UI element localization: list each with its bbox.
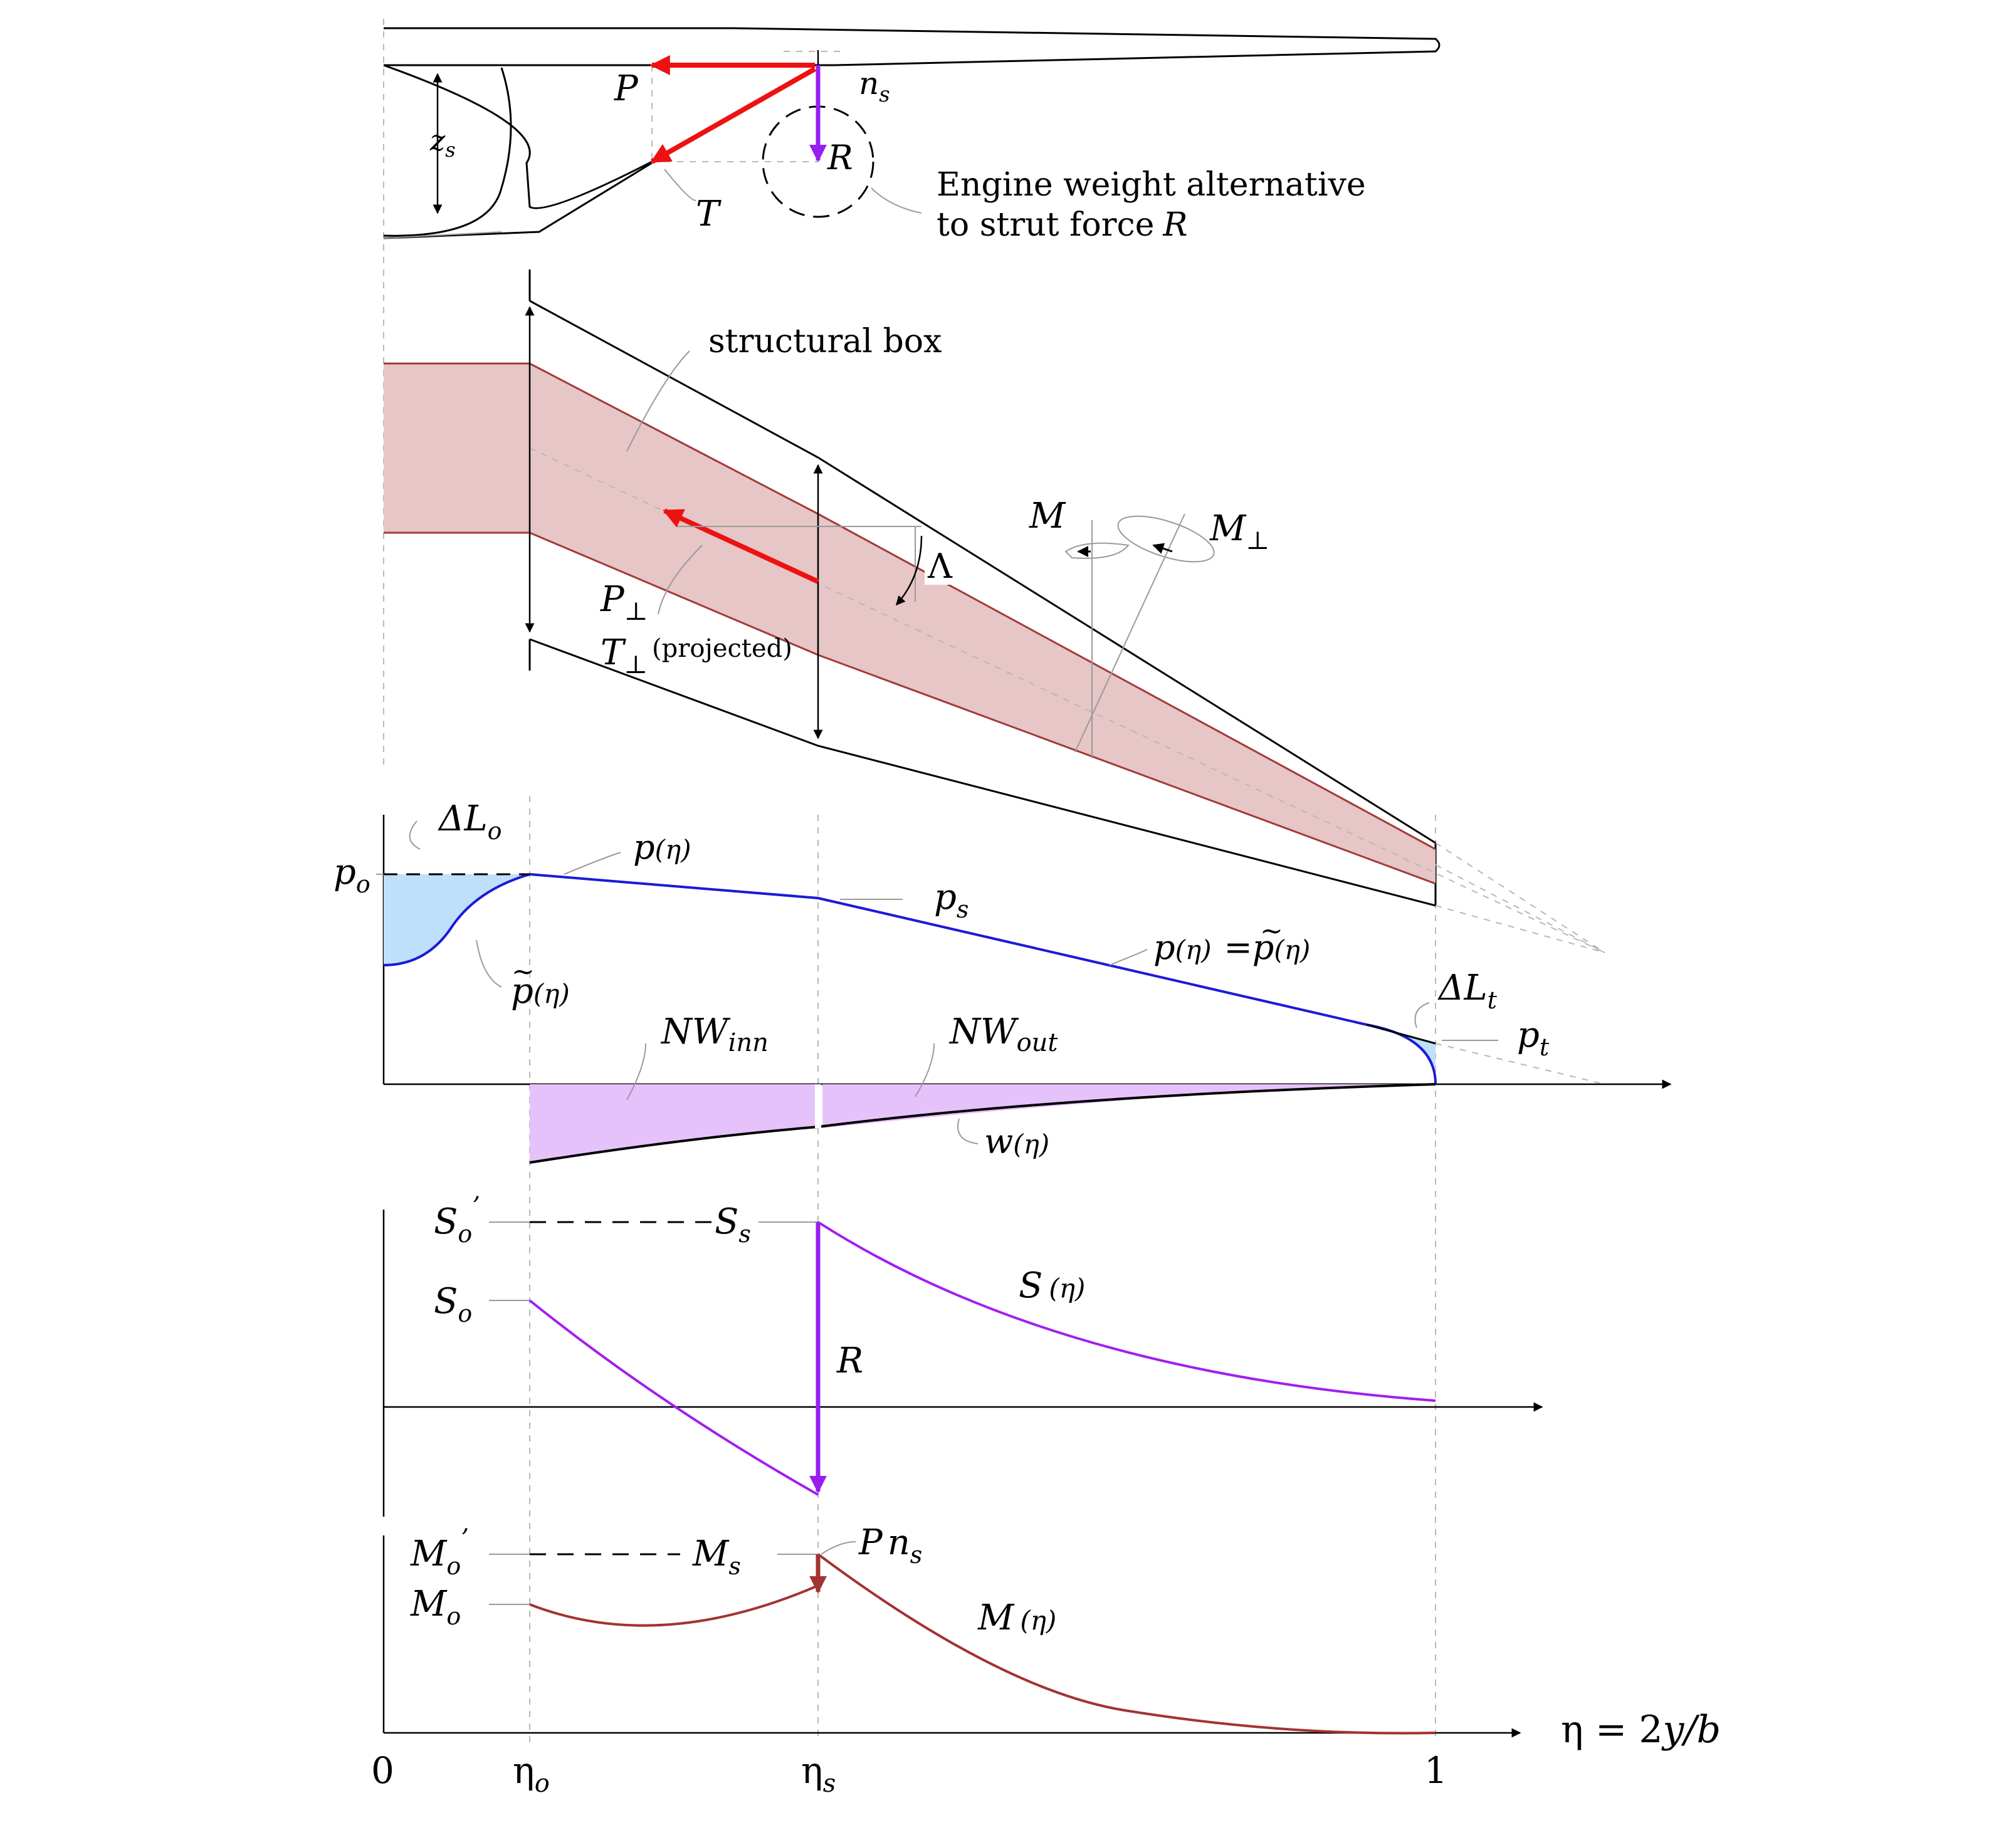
dLt-label: ΔLt — [1437, 968, 1498, 1014]
moment-inner-curve — [529, 1584, 819, 1627]
tick-one: 1 — [1424, 1749, 1447, 1792]
So-prime-label: So’ — [434, 1192, 480, 1248]
tick-eta-o: ηo — [513, 1749, 550, 1798]
shear-R-label: R — [836, 1341, 863, 1381]
M-label: M — [1029, 496, 1066, 536]
shear-diagram: So’ Ss So S(η) R — [382, 1192, 1543, 1517]
front-view: zs P T ns R Engine weight alternative to… — [383, 27, 1441, 244]
p-eta-label: p(η) — [633, 827, 691, 867]
zs-label: zs — [429, 123, 456, 162]
inner-weight-region — [530, 1084, 815, 1163]
svg-text:~: ~ — [512, 956, 535, 988]
projected-label: (projected) — [652, 634, 792, 663]
outer-weight-region — [822, 1084, 1436, 1128]
fuselage-outline — [383, 64, 653, 237]
Ss-label: Ss — [715, 1201, 751, 1248]
P-label: P — [614, 68, 639, 109]
eta-axis-labels: 0 ηo ηs 1 η = 2y/b — [371, 1708, 1721, 1798]
NW-inn-label: NWinn — [660, 1012, 769, 1057]
wing-profile — [384, 27, 1441, 66]
Ms-label: Ms — [692, 1534, 741, 1580]
S-eta-label: S(η) — [1019, 1265, 1085, 1306]
p-eq-label: p(η)=p(η) — [1153, 928, 1310, 967]
ps-label: ps — [934, 877, 969, 923]
lambda-label: Λ — [927, 546, 953, 586]
p-tilde-left-label: p(η) — [511, 971, 570, 1012]
ns-label: ns — [859, 65, 890, 107]
moment-outer-curve — [817, 1553, 1436, 1735]
T-perp-label: T⊥ — [601, 632, 648, 679]
NW-out-label: NWout — [948, 1012, 1058, 1057]
P-perp-label: P⊥ — [600, 579, 648, 626]
tick-eta-s: ηs — [801, 1749, 836, 1798]
So-label: So — [434, 1281, 472, 1327]
po-label: po — [333, 852, 370, 898]
w-eta-line — [529, 1083, 1436, 1164]
M-eta-label: M(η) — [977, 1597, 1056, 1638]
load-distribution: ΔLo po p(η) ps p(η)=p(η) ~ p(η) ~ ΔLt pt — [333, 798, 1672, 1164]
dLo-label: ΔLo — [438, 798, 502, 845]
engine-note-line1: Engine weight alternative — [937, 166, 1366, 204]
tick-zero: 0 — [371, 1749, 394, 1792]
Mo-prime-label: Mo’ — [410, 1524, 469, 1580]
P-perp-arrow — [663, 508, 819, 584]
planform-view: structural box Λ P⊥ T⊥ (projected) M M⊥ — [384, 269, 1605, 953]
R-label: R — [827, 138, 853, 177]
structural-box — [384, 363, 1436, 884]
vertical-guides — [383, 19, 1436, 1742]
pt-label: pt — [1517, 1015, 1550, 1061]
shear-inner-curve — [528, 1299, 819, 1496]
shear-outer-curve — [817, 1221, 1436, 1402]
Mo-label: Mo — [410, 1584, 461, 1630]
p-eta-line — [529, 873, 1367, 1026]
M-perp-label: M⊥ — [1209, 508, 1269, 555]
wing-trailing-edge — [529, 638, 1436, 907]
w-eta-label: w(η) — [984, 1122, 1049, 1161]
T-label: T — [696, 194, 722, 234]
structural-box-label: structural box — [708, 323, 942, 360]
svg-text:~: ~ — [1260, 915, 1283, 947]
T-force-arrow — [650, 66, 816, 164]
strut-line — [383, 162, 653, 239]
x-axis-label: η = 2y/b — [1561, 1708, 1721, 1752]
